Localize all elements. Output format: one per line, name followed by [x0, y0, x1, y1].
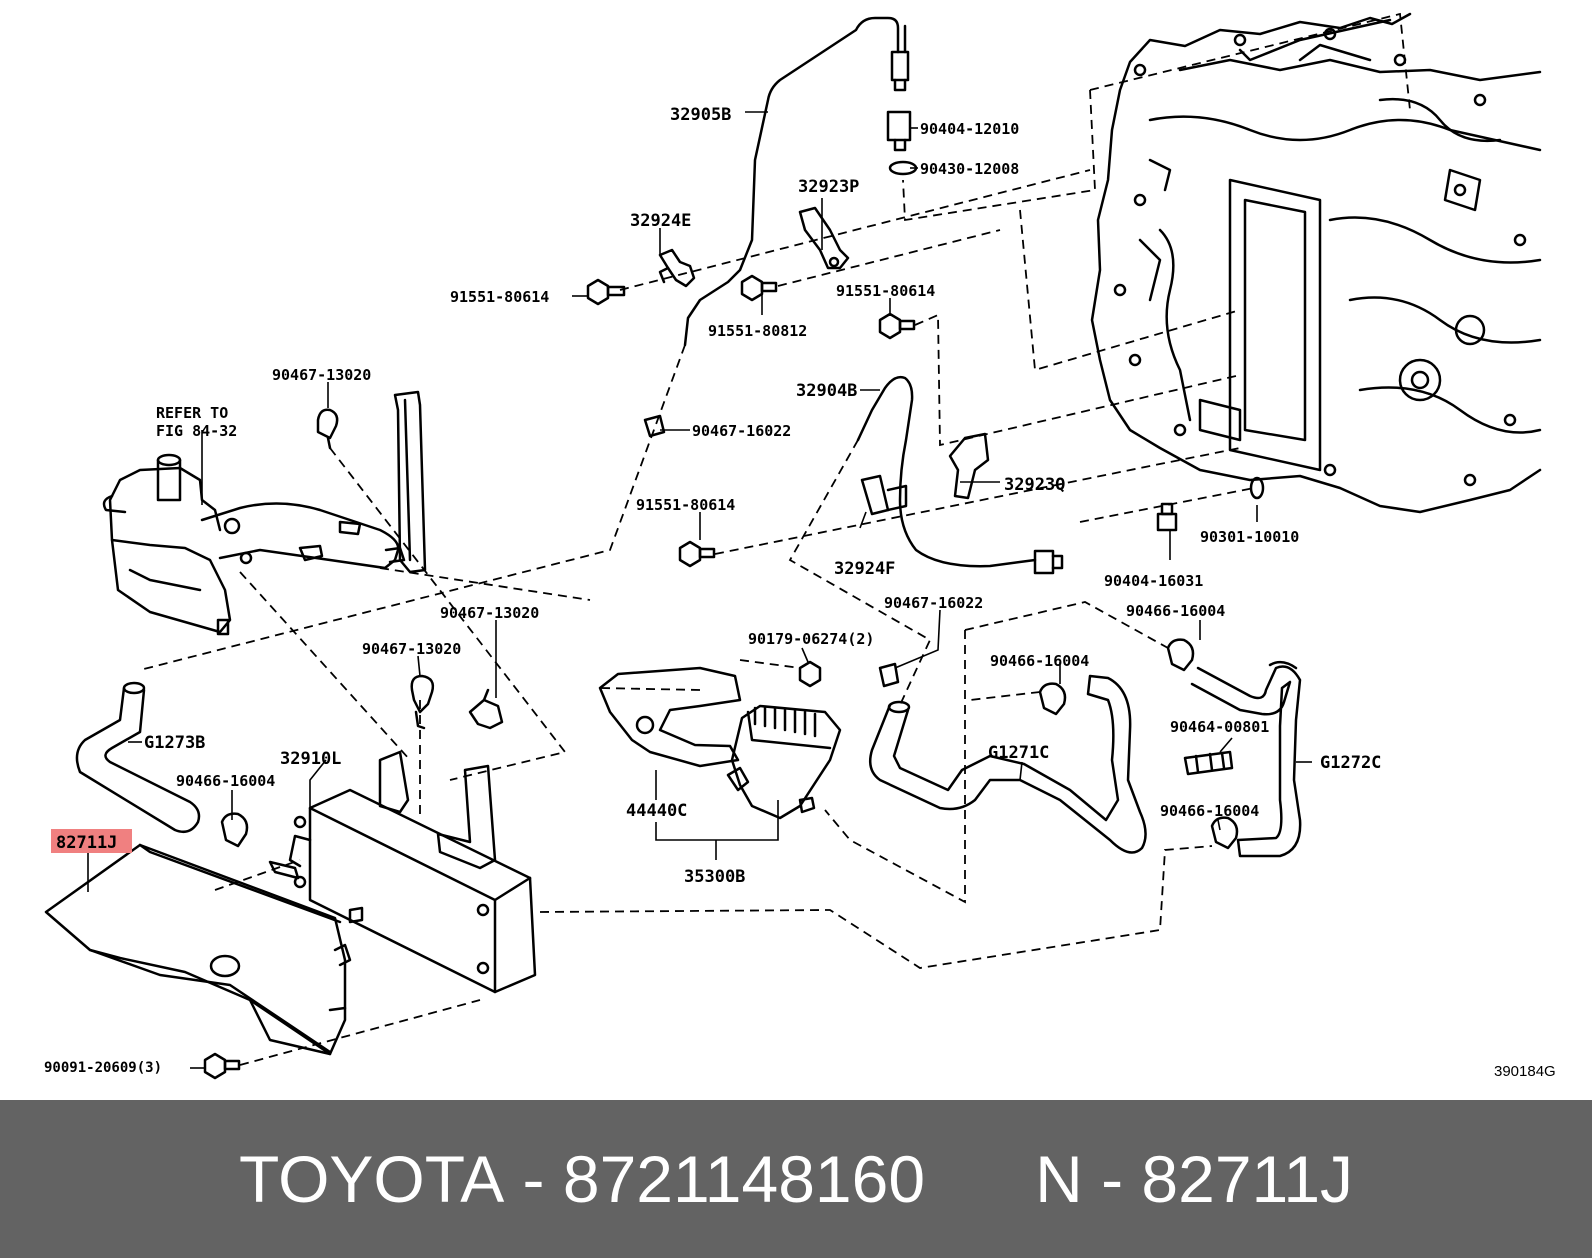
hose-g1273b-drawing [75, 681, 201, 833]
label-90404-16031[interactable]: 90404-16031 [1104, 572, 1203, 590]
label-90179-06274[interactable]: 90179-06274(2) [748, 630, 874, 648]
label-g1273b[interactable]: G1273B [144, 733, 205, 753]
footer-part-number: 8721148160 [562, 1142, 926, 1216]
label-90467-13020-b[interactable]: 90467-13020 [440, 604, 539, 622]
highlight-box-82711j [51, 829, 132, 853]
label-leader-lines [87, 111, 1312, 1069]
pipe-32904b-drawing [856, 375, 1064, 575]
footer-ref-code: 82711J [1141, 1142, 1354, 1216]
hose-g1272c-drawing [1190, 660, 1302, 858]
label-32924f[interactable]: 32924F [834, 559, 895, 579]
label-35300b[interactable]: 35300B [684, 867, 745, 887]
parts-diagram: 32905B 90404-12010 90430-12008 32923P 32… [44, 12, 1556, 1080]
label-32924e[interactable]: 32924E [630, 211, 691, 231]
footer-gap [925, 1141, 1035, 1217]
label-90466-16004-d[interactable]: 90466-16004 [1160, 802, 1259, 820]
label-90467-16022-b[interactable]: 90467-16022 [884, 594, 983, 612]
label-90301-10010[interactable]: 90301-10010 [1200, 528, 1299, 546]
water-pump-drawing [102, 390, 427, 636]
label-90466-16004-b[interactable]: 90466-16004 [990, 652, 1089, 670]
label-g1271c[interactable]: G1271C [988, 743, 1049, 763]
clip-90467-13020-drawings [316, 408, 900, 730]
label-82711j[interactable]: 82711J [56, 833, 117, 853]
label-90466-16004-a[interactable]: 90466-16004 [1126, 602, 1225, 620]
clamp-90466-16004-drawings [220, 638, 1239, 850]
label-g1272c[interactable]: G1272C [1320, 753, 1381, 773]
label-90467-13020-a[interactable]: 90467-13020 [272, 366, 371, 384]
label-90091-20609[interactable]: 90091-20609(3) [44, 1060, 162, 1076]
label-refer-line1: REFER TO [156, 404, 228, 422]
label-91551-80614-a[interactable]: 91551-80614 [450, 288, 549, 306]
clamp-32924f-drawing [860, 474, 908, 516]
label-90464-00801[interactable]: 90464-00801 [1170, 718, 1269, 736]
label-90467-13020-c[interactable]: 90467-13020 [362, 640, 461, 658]
footer-separator: - [504, 1142, 563, 1216]
label-91551-80812[interactable]: 91551-80812 [708, 322, 807, 340]
transaxle-block-drawing [1090, 12, 1542, 514]
label-90430-12008[interactable]: 90430-12008 [920, 160, 1019, 178]
label-32904b[interactable]: 32904B [796, 381, 857, 401]
pump-35300b-drawing [598, 666, 842, 820]
cover-82711j-drawing [44, 843, 352, 1056]
dashed-leader-lines [139, 12, 1411, 1066]
footer-ref-prefix: N [1035, 1142, 1083, 1216]
label-44440c[interactable]: 44440C [626, 801, 687, 821]
label-32923p[interactable]: 32923P [798, 177, 859, 197]
part-labels: 32905B 90404-12010 90430-12008 32923P 32… [44, 105, 1556, 1080]
connector-90464-00801-drawing [1183, 750, 1234, 776]
label-32910l[interactable]: 32910L [280, 749, 341, 769]
clamp-32924e-drawing [658, 248, 696, 288]
footer-separator-2: - [1082, 1142, 1142, 1216]
label-90404-12010[interactable]: 90404-12010 [920, 120, 1019, 138]
label-91551-80614-c[interactable]: 91551-80614 [636, 496, 735, 514]
footer-bar: TOYOTA - 8721148160 N - 82711J [0, 1100, 1592, 1258]
label-32905b[interactable]: 32905B [670, 105, 731, 125]
footer-brand: TOYOTA [238, 1142, 505, 1216]
label-90467-16022-a[interactable]: 90467-16022 [692, 422, 791, 440]
bracket-32923q-drawing [948, 432, 990, 500]
label-90466-16004-c[interactable]: 90466-16004 [176, 772, 275, 790]
label-refer-line2: FIG 84-32 [156, 422, 237, 440]
label-91551-80614-b[interactable]: 91551-80614 [836, 282, 935, 300]
diagram-code: 390184G [1494, 1063, 1556, 1080]
label-32923q[interactable]: 32923Q [1004, 475, 1065, 495]
hose-g1271c-drawing [869, 674, 1147, 854]
